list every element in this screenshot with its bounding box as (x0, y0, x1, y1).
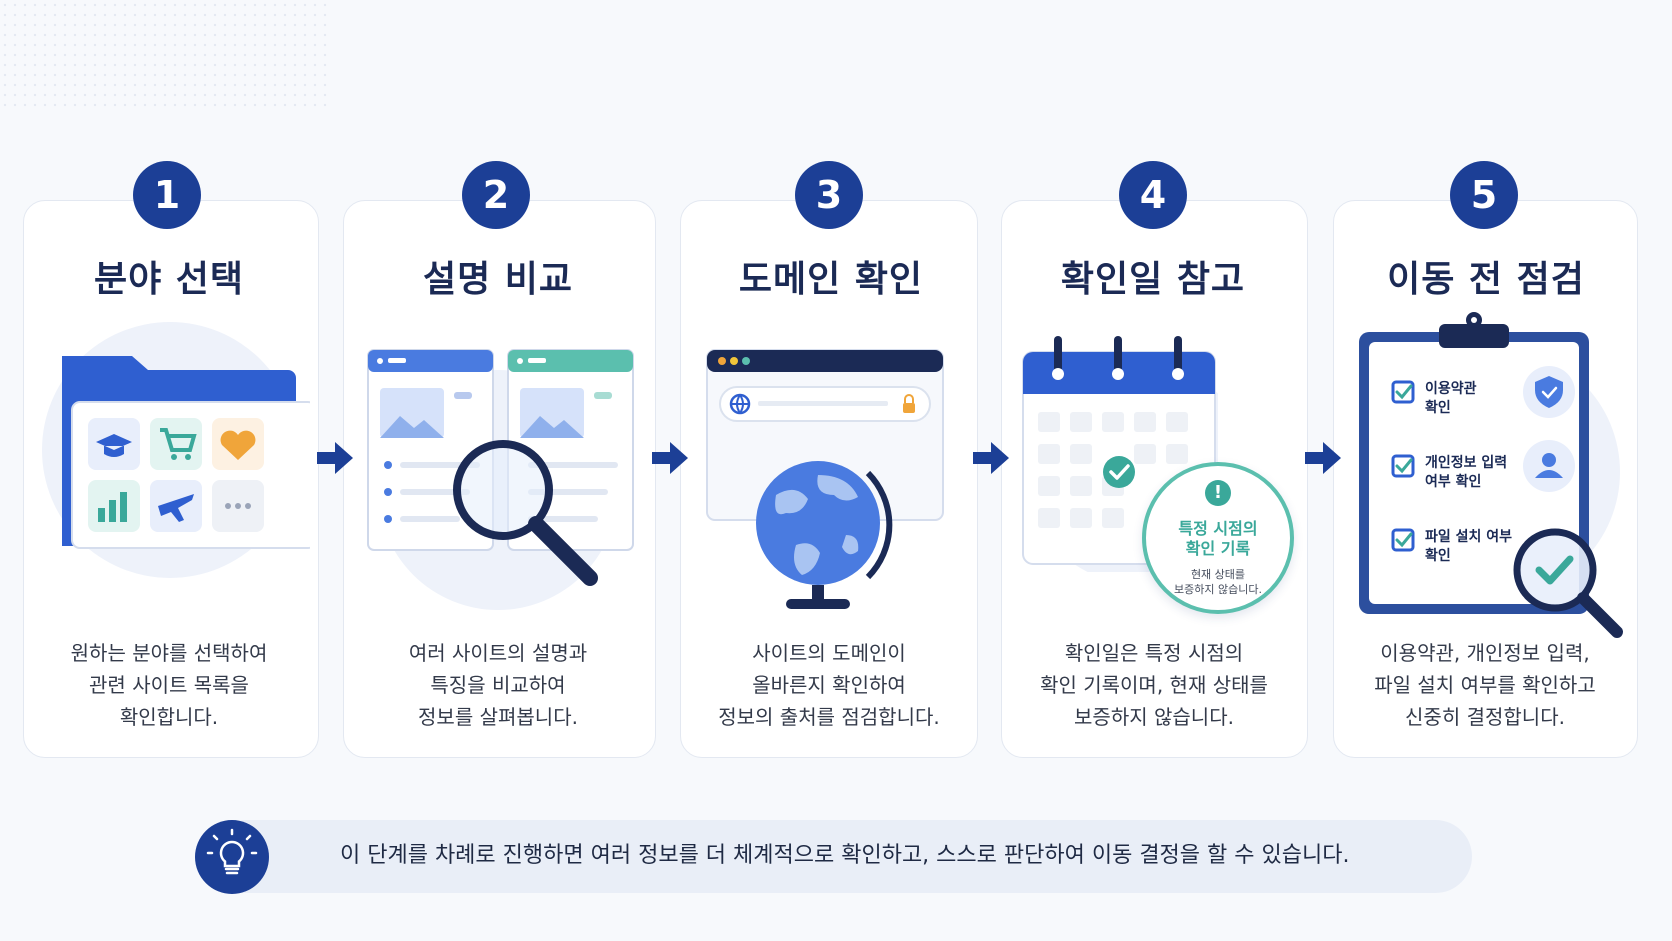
step-3-desc-line: 정보의 출처를 점검합니다. (718, 705, 940, 729)
step-1-desc-line: 관련 사이트 목록을 (89, 673, 249, 697)
step-1-number-badge: 1 (133, 161, 201, 229)
step-5-desc-line: 신중히 결정합니다. (1405, 705, 1565, 729)
checklist-item-1-line2: 확인 (1425, 400, 1451, 416)
checklist-item-2-line1: 개인정보 입력 (1425, 455, 1508, 471)
step-3-title: 도메인 확인 (738, 259, 924, 300)
calendar-badge-title-line1: 특정 시점의 (1178, 519, 1258, 538)
checklist-item-1-line1: 이용약관 (1425, 381, 1477, 397)
step-4-desc-line: 확인 기록이며, 현재 상태를 (1040, 673, 1268, 697)
step-2-desc-line: 정보를 살펴봅니다. (418, 705, 578, 729)
step-1-title: 분야 선택 (93, 259, 244, 300)
step-4-number-badge: 4 (1119, 161, 1187, 229)
step-2-title: 설명 비교 (422, 259, 573, 300)
step-5-number-badge: 5 (1450, 161, 1518, 229)
step-5-desc-line: 파일 설치 여부를 확인하고 (1374, 673, 1596, 697)
arrow-right-icon (652, 442, 688, 474)
folder-icon (42, 322, 310, 578)
step-1-description: 원하는 분야를 선택하여 관련 사이트 목록을 확인합니다. (19, 637, 319, 733)
tip-banner (210, 820, 1472, 893)
arrow-right-icon (1305, 442, 1341, 474)
step-4-title: 확인일 참고 (1060, 259, 1246, 300)
alert-icon: ! (1205, 480, 1231, 506)
calendar-badge-note-line1: 현재 상태를 (1190, 568, 1246, 581)
arrow-right-icon (317, 442, 353, 474)
background-dot-pattern (0, 0, 330, 110)
step-2-number-badge: 2 (462, 161, 530, 229)
step-4-description: 확인일은 특정 시점의 확인 기록이며, 현재 상태를 보증하지 않습니다. (1004, 637, 1304, 733)
step-5-desc-line: 이용약관, 개인정보 입력, (1380, 641, 1590, 665)
step-5-title: 이동 전 점검 (1387, 259, 1585, 300)
calendar-badge-note-line2: 보증하지 않습니다. (1174, 583, 1262, 596)
checklist-item-2-line2: 여부 확인 (1425, 474, 1482, 490)
step-3-description: 사이트의 도메인이 올바른지 확인하여 정보의 출처를 점검합니다. (679, 637, 979, 733)
clipboard-icon (1359, 312, 1623, 638)
step-2-desc-line: 여러 사이트의 설명과 (408, 641, 588, 665)
checklist-item-3-line1: 파일 설치 여부 (1425, 529, 1513, 545)
calendar-badge-title-line2: 확인 기록 (1185, 539, 1251, 558)
globe-domain-icon (706, 349, 944, 609)
lightbulb-icon (195, 820, 269, 894)
arrow-right-icon (973, 442, 1009, 474)
checklist-item-3-line2: 확인 (1425, 548, 1451, 564)
step-2-description: 여러 사이트의 설명과 특징을 비교하여 정보를 살펴봅니다. (348, 637, 648, 733)
step-3-desc-line: 사이트의 도메인이 (752, 641, 906, 665)
step-1-desc-line: 확인합니다. (119, 705, 219, 729)
step-3-number-badge: 3 (795, 161, 863, 229)
step-4-desc-line: 보증하지 않습니다. (1074, 705, 1234, 729)
magnifier-compare-icon (367, 349, 634, 610)
step-3-desc-line: 올바른지 확인하여 (752, 673, 906, 697)
step-4-desc-line: 확인일은 특정 시점의 (1064, 641, 1244, 665)
step-2-desc-line: 특징을 비교하여 (430, 673, 566, 697)
step-5-description: 이용약관, 개인정보 입력, 파일 설치 여부를 확인하고 신중히 결정합니다. (1335, 637, 1635, 733)
tip-text: 이 단계를 차례로 진행하면 여러 정보를 더 체계적으로 확인하고, 스스로 … (340, 843, 1350, 868)
step-1-desc-line: 원하는 분야를 선택하여 (70, 641, 268, 665)
